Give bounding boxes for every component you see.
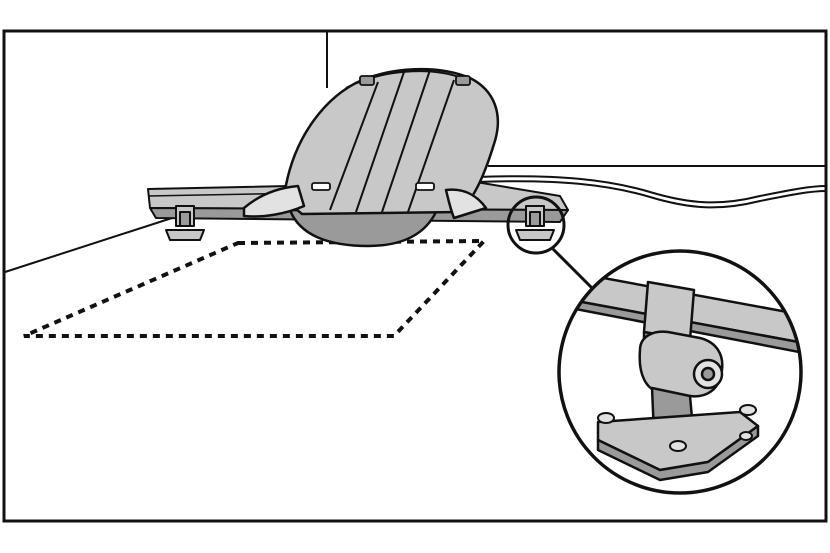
footprint-dashed-outline-icon — [23, 238, 489, 338]
right-mounting-foot-icon — [515, 205, 555, 241]
room-corner-icon — [326, 32, 826, 167]
detail-callout-circle-icon — [506, 195, 566, 255]
cable-icon — [475, 175, 827, 209]
floor-edge-icon — [4, 217, 173, 273]
fan-guard-icon — [242, 67, 500, 248]
left-mounting-foot-icon — [165, 205, 205, 241]
detail-hinge-foot-icon — [557, 249, 803, 495]
